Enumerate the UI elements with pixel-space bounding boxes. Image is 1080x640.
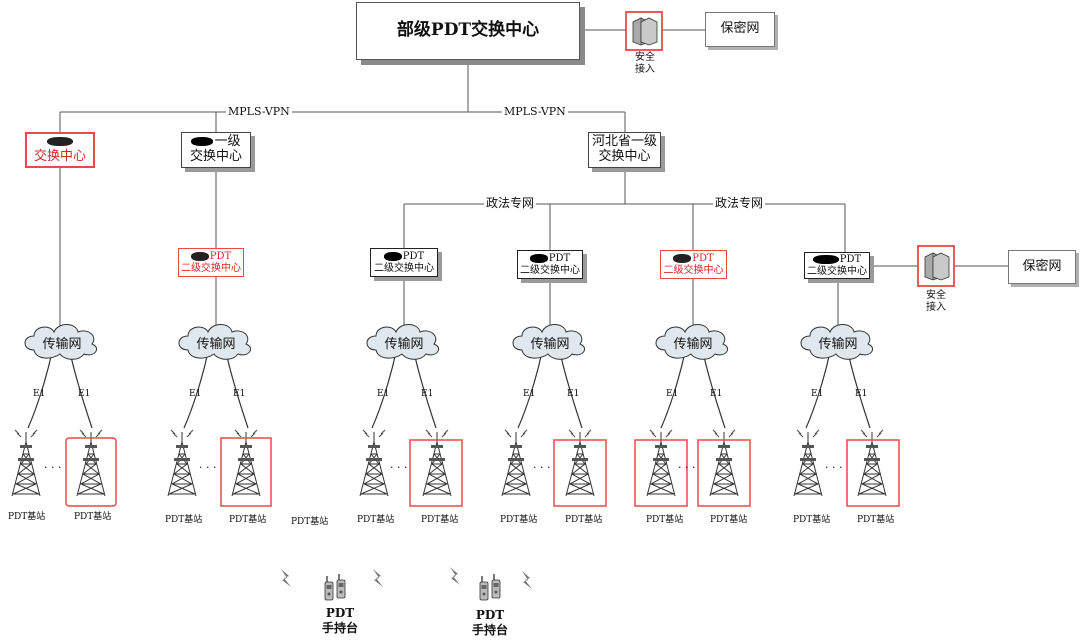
second-level-center-5: PDT 二级交换中心 [804, 252, 870, 279]
handheld-radio-icon [324, 573, 501, 601]
cloud-icon [24, 324, 874, 360]
base-station-label: PDT基站 [646, 515, 684, 525]
base-station-label: PDT基站 [229, 515, 267, 525]
secure-access-line2: 接入 [635, 64, 655, 75]
transport-net-label: 传输网 [196, 337, 236, 352]
secure-access-label-top: 安全 接入 [625, 52, 665, 76]
second-level-line1: PDT [673, 253, 714, 265]
second-level-line2: 二级交换中心 [807, 265, 867, 277]
first-level-center-left: 一级 交换中心 [181, 132, 251, 168]
secure-access-line1: 安全 [926, 290, 946, 301]
pdt-text: PDT [692, 253, 714, 264]
transport-net-label: 传输网 [673, 337, 713, 352]
base-station-label: PDT基站 [291, 517, 329, 527]
second-level-center-2: PDT 二级交换中心 [370, 248, 438, 277]
second-level-line1: PDT [529, 253, 571, 265]
hebei-first-level-center: 河北省一级 交换中心 [588, 132, 661, 168]
secret-network-box-top: 保密网 [705, 12, 775, 47]
ellipsis-dots: · · · [825, 461, 843, 474]
ellipsis-dots: · · · [678, 461, 696, 474]
e1-label: E1 [523, 389, 536, 399]
transport-net-label: 传输网 [818, 337, 858, 352]
second-level-line2: 二级交换中心 [663, 264, 724, 276]
base-station-label: PDT基站 [857, 515, 895, 525]
handheld-label-right: PDT 手持台 [460, 608, 520, 638]
tower-highlight-frames [65, 437, 900, 507]
ellipsis-dots: · · · [199, 461, 217, 474]
secret-network-box-right: 保密网 [1008, 250, 1076, 284]
secret-network-label: 保密网 [1022, 258, 1062, 274]
zhengfa-net-label-left: 政法专网 [484, 196, 537, 210]
first-level-text: 一级 [214, 134, 241, 150]
base-station-label: PDT基站 [357, 515, 395, 525]
e1-label: E1 [233, 389, 246, 399]
base-station-label: PDT基站 [565, 515, 603, 525]
base-station-label: PDT基站 [8, 512, 46, 522]
center-label: 交换中心 [189, 149, 242, 164]
pdt-text: PDT [839, 254, 862, 265]
e1-label: E1 [567, 389, 580, 399]
ellipsis-dots: · · · [533, 461, 551, 474]
e1-label: E1 [666, 389, 679, 399]
pdt-text: PDT [548, 253, 571, 264]
base-station-label: PDT基站 [74, 512, 112, 522]
secure-access-line2: 接入 [926, 302, 946, 313]
secret-network-label: 保密网 [720, 21, 760, 37]
ministry-exchange-center-label: 部级PDT交换中心 [396, 20, 540, 41]
second-level-line1: PDT [383, 251, 425, 263]
base-station-label: PDT基站 [793, 515, 831, 525]
e1-label: E1 [710, 389, 723, 399]
pdt-text: PDT [402, 251, 425, 262]
handheld-label-left: PDT 手持台 [310, 606, 370, 636]
transport-net-label: 传输网 [42, 337, 82, 352]
second-level-line2: 二级交换中心 [181, 262, 241, 274]
mpls-vpn-label-left: MPLS-VPN [226, 105, 292, 118]
transport-net-label: 传输网 [530, 337, 570, 352]
base-station-label: PDT基站 [500, 515, 538, 525]
hebei-center-line2: 交换中心 [598, 149, 651, 164]
base-station-label: PDT基站 [710, 515, 748, 525]
base-station-label: PDT基站 [421, 515, 459, 525]
center-label: 交换中心 [33, 149, 86, 164]
second-level-line2: 二级交换中心 [520, 264, 580, 276]
handheld-pdt: PDT [325, 606, 355, 620]
e1-label: E1 [33, 389, 46, 399]
ellipsis-dots: · · · [390, 461, 408, 474]
pdt-text: PDT [209, 251, 232, 262]
redacted-name [46, 135, 74, 150]
e1-label: E1 [855, 389, 868, 399]
handheld-pdt: PDT [475, 608, 505, 622]
second-level-line1: PDT [812, 254, 862, 266]
e1-label: E1 [811, 389, 824, 399]
e1-label: E1 [189, 389, 202, 399]
zhengfa-net-label-right: 政法专网 [713, 196, 766, 210]
ministry-exchange-center: 部级PDT交换中心 [356, 2, 580, 60]
ellipsis-dots: · · · [44, 461, 62, 474]
secure-access-line1: 安全 [635, 52, 655, 63]
first-level-line1: 一级 [191, 134, 241, 150]
hebei-center-line1: 河北省一级 [591, 134, 657, 150]
e1-label: E1 [377, 389, 390, 399]
server-icon [625, 11, 955, 287]
handheld-text: 手持台 [471, 623, 508, 637]
second-level-center-4: PDT 二级交换中心 [660, 250, 727, 279]
backbone-lines [59, 29, 1008, 338]
second-level-line2: 二级交换中心 [374, 262, 434, 274]
e1-label: E1 [78, 389, 91, 399]
e1-label: E1 [421, 389, 434, 399]
mpls-vpn-label-right: MPLS-VPN [502, 105, 568, 118]
handheld-text: 手持台 [321, 621, 358, 635]
transport-net-label: 传输网 [384, 337, 424, 352]
secure-access-label-right: 安全 接入 [916, 290, 956, 314]
second-level-center-1: PDT 二级交换中心 [178, 248, 244, 277]
base-station-label: PDT基站 [165, 515, 203, 525]
e1-links [27, 351, 871, 429]
second-level-center-3: PDT 二级交换中心 [517, 250, 583, 279]
second-level-line1: PDT [190, 251, 232, 263]
first-level-center-red: 交换中心 [25, 132, 95, 168]
